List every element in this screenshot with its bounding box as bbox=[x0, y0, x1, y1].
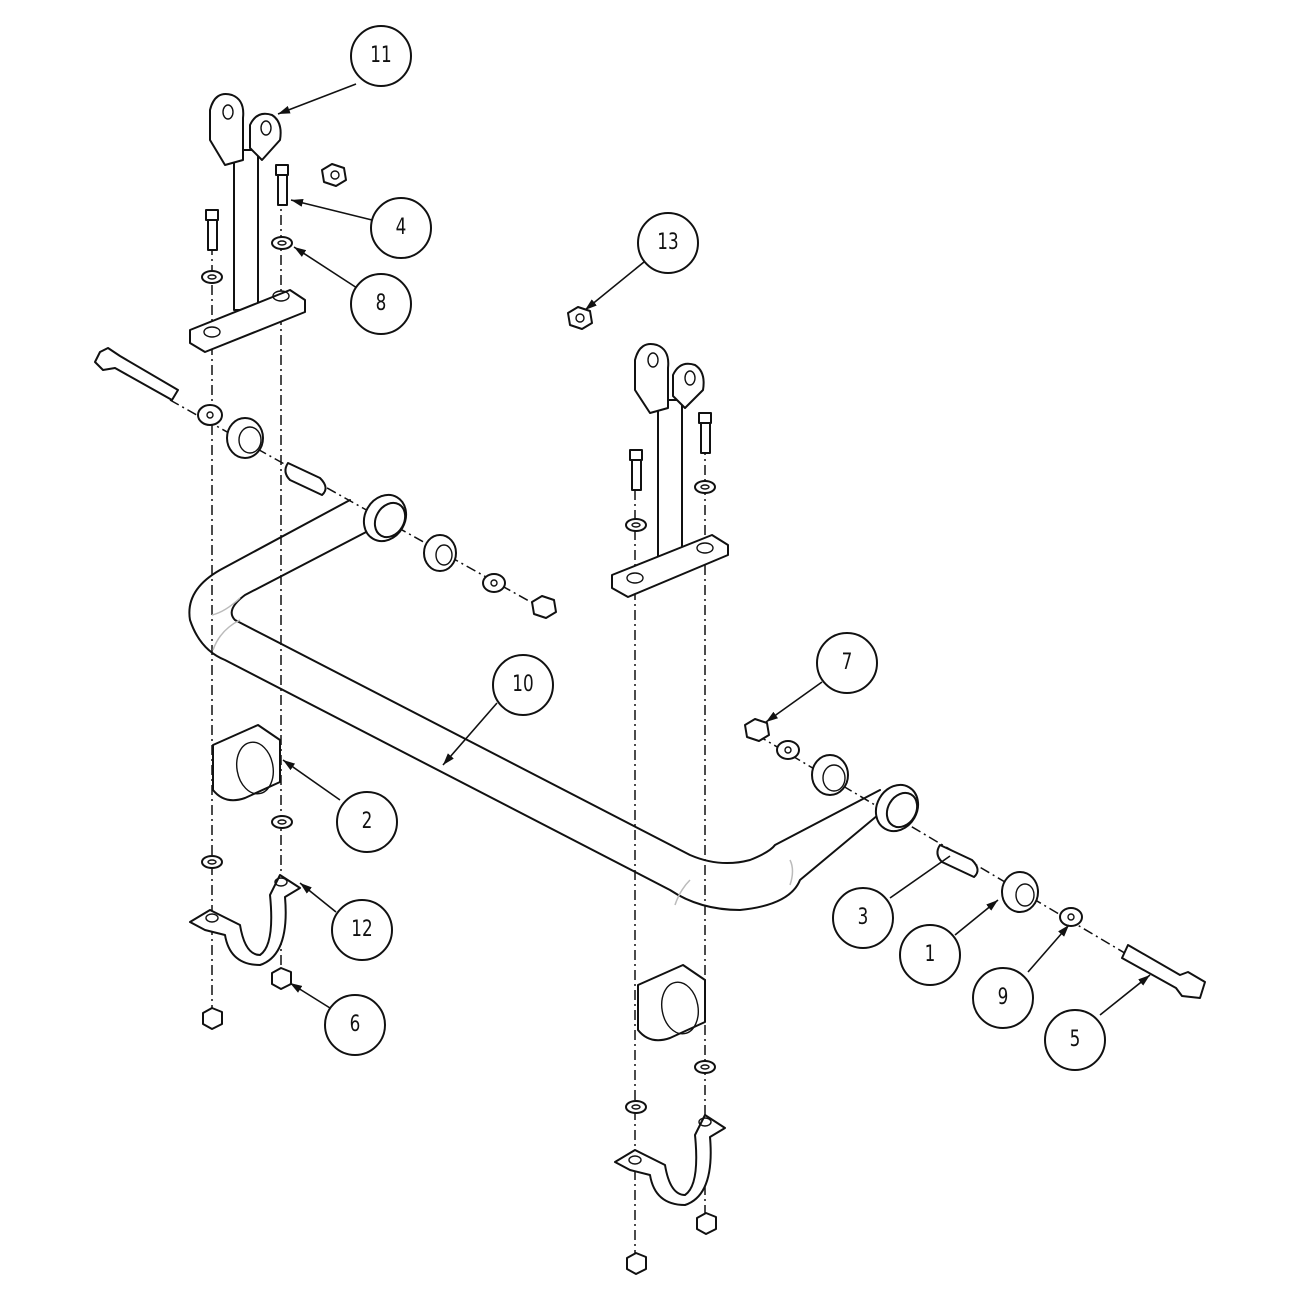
part-11-mount-post-right bbox=[611, 343, 729, 598]
left-pivot-hardware bbox=[94, 347, 506, 593]
part-6-13-nuts bbox=[202, 163, 770, 1275]
part-10-sway-bar bbox=[188, 493, 920, 911]
callout-9: 9 bbox=[997, 985, 1009, 1010]
callout-6: 6 bbox=[349, 1012, 361, 1037]
right-pivot-hardware bbox=[776, 740, 1206, 999]
callout-3: 3 bbox=[857, 905, 869, 930]
callout-7: 7 bbox=[841, 650, 853, 675]
callout-leaders bbox=[277, 83, 1151, 1016]
callout-12: 12 bbox=[351, 917, 373, 942]
part-12-clamp-left bbox=[189, 874, 301, 966]
callout-13: 13 bbox=[657, 230, 679, 255]
part-4-bolts bbox=[205, 164, 712, 491]
part-2-bushing-left bbox=[212, 724, 281, 802]
callout-1: 1 bbox=[924, 942, 936, 967]
callout-5: 5 bbox=[1069, 1027, 1081, 1052]
callout-2: 2 bbox=[361, 809, 373, 834]
part-2-bushing-right bbox=[637, 964, 706, 1042]
callout-11: 11 bbox=[370, 43, 392, 68]
part-12-clamp-right bbox=[614, 1114, 726, 1206]
callout-10: 10 bbox=[512, 672, 534, 697]
callout-balloons bbox=[324, 25, 1106, 1071]
callout-8: 8 bbox=[375, 291, 387, 316]
part-8-washers bbox=[201, 236, 716, 1114]
callout-4: 4 bbox=[395, 215, 407, 240]
part-11-mount-post-left bbox=[189, 93, 306, 353]
